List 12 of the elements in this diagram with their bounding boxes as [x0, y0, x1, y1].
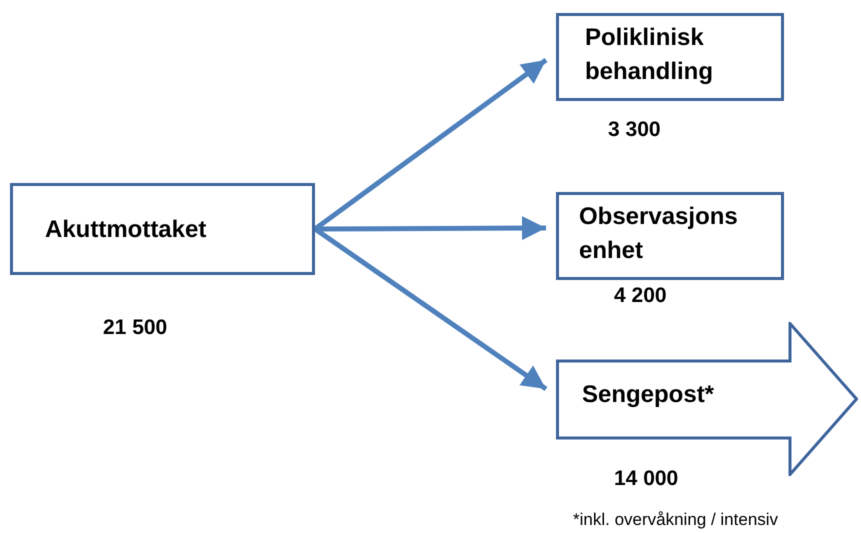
node-label: Observasjons enhet [579, 202, 739, 266]
count-label: 21 500 [103, 316, 168, 340]
process-box [556, 192, 784, 280]
node-label: Poliklinisk behandling [585, 23, 714, 87]
process-box [556, 13, 784, 101]
count-label: 14 000 [614, 467, 678, 491]
node-label: Akuttmottaket [45, 215, 206, 245]
count-label: 4 200 [614, 284, 667, 308]
count-label: 3 300 [608, 118, 661, 142]
node-label: Sengepost* [582, 380, 714, 410]
process-box [10, 183, 315, 275]
footnote: *inkl. overvåkning / intensiv [573, 510, 778, 530]
